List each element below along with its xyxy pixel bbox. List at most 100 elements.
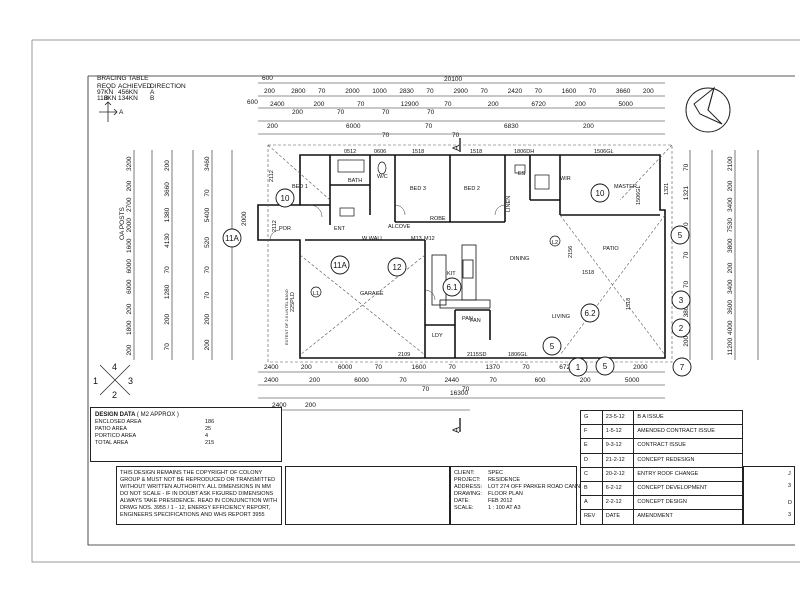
dim-label: 1380 [164, 207, 171, 222]
dim-label: 200 [575, 101, 586, 108]
title-block-value: FLOOR PLAN [488, 491, 523, 497]
dim-label: 6720 [559, 364, 574, 371]
revision-cell: E [581, 439, 603, 453]
title-block-value: RESIDENCE [488, 477, 521, 483]
dim-label: 70 [164, 266, 171, 274]
callout-label: 2 [679, 324, 684, 333]
dim-label: 2440 [444, 377, 459, 384]
dim-label: 70 [427, 109, 435, 116]
revision-edge-panel: J 3 D 3 [743, 466, 795, 525]
room-es: ES [518, 171, 526, 177]
dim-label: 70 [204, 189, 211, 197]
dim-label: 12900 [401, 101, 419, 108]
bottom-dimension-lines [258, 371, 665, 411]
sheet-border [31, 39, 800, 563]
design-data-value: 4 [205, 433, 209, 439]
room-bath: BATH [348, 178, 362, 184]
door-swings [269, 204, 506, 301]
dim-label: 200 [164, 160, 171, 171]
callout-circle [671, 290, 691, 310]
design-data-value: 25 [205, 426, 212, 432]
title-block-row: DATE:FEB 2012 [454, 498, 573, 505]
dim-label: 4130 [164, 233, 171, 248]
revision-cell: D [581, 453, 603, 467]
window-label: 2115SD [467, 352, 486, 358]
dim-label: 70 [382, 109, 390, 116]
dim-label: 200 [727, 262, 734, 273]
kitchen-bench [431, 244, 491, 309]
dim-label: 70 [462, 386, 470, 393]
side-label: FAN [470, 318, 481, 324]
bracing-cell: 456KN [118, 89, 138, 96]
dim-label: 2400 [264, 377, 279, 384]
dim-label: 2800 [291, 88, 306, 95]
room-master: MASTER [614, 184, 637, 190]
title-block-row: SCALE:1 : 100 AT A3 [454, 505, 573, 512]
design-data-label: PORTICO AREA [95, 433, 137, 439]
callout-circle [275, 188, 295, 208]
window-label: 1518 [470, 149, 482, 155]
revision-cell: 1-5-12 [603, 425, 635, 439]
dim-label: 200 [126, 180, 133, 191]
dim-label: 1600 [126, 238, 133, 253]
revision-cell: CONCEPT REDESIGN [637, 456, 695, 463]
revision-cell: 23-5-12 [603, 411, 635, 425]
room-dining: DINING [510, 256, 529, 262]
dim-label: 4000 [727, 320, 734, 335]
room-laundry: LDY [432, 333, 443, 339]
dim-top-overall: 20100 [444, 76, 462, 83]
dim-label: 3800 [727, 238, 734, 253]
room-bed3: BED 3 [410, 186, 426, 192]
dim-label: 6720 [531, 101, 546, 108]
callout-label: 6.2 [584, 309, 596, 318]
dim-bottom-row2b: 70 70 [422, 386, 470, 393]
dim-label: 70 [535, 88, 543, 95]
dim-label: 600 [535, 377, 546, 384]
dim-top-600: 600 [262, 75, 273, 82]
dim-label: 200 [488, 101, 499, 108]
design-data-label: TOTAL AREA [95, 440, 129, 446]
dim-label: 3600 [727, 300, 734, 315]
bracing-header: DIRECTION [150, 83, 186, 90]
revision-cell: DATE [603, 510, 635, 524]
lintel-l1: L1 [313, 291, 319, 297]
bracing-header: ACHIEVED [118, 83, 152, 90]
dim-label: 200 [314, 101, 325, 108]
dim-label: 200 [204, 314, 211, 325]
side-label: 2156 [568, 246, 574, 258]
dim-label: 6000 [338, 364, 353, 371]
revision-cell: C [581, 467, 603, 481]
dim-label: 6000 [346, 123, 361, 130]
building-walls [257, 154, 666, 359]
bracing-cell: 97KN [97, 89, 114, 96]
callout-label: 5 [603, 362, 608, 371]
callout-label: 12 [393, 263, 402, 272]
callout-label: 7 [680, 363, 685, 372]
cross-symbol-icon [99, 364, 131, 396]
dim-label: 200 [126, 303, 133, 314]
dim-label: 2400 [270, 101, 285, 108]
room-robe: ROBE [430, 216, 446, 222]
bracing-cell: A [150, 89, 155, 96]
dim-label: 1000 [372, 88, 387, 95]
dim-label: 70 [481, 88, 489, 95]
dim-label: 520 [204, 237, 211, 248]
revision-cell: G [581, 411, 603, 425]
dim-label: 1321 [683, 185, 690, 200]
dim-label: 2830 [399, 88, 414, 95]
callout-circle [671, 318, 691, 338]
copyright-note: THIS DESIGN REMAINS THE COPYRIGHT OF COL… [116, 466, 282, 525]
dim-label: 200 [204, 339, 211, 350]
callout-label: 5 [678, 231, 683, 240]
dim-label: 70 [422, 386, 430, 393]
dim-label: 200 [580, 377, 591, 384]
dim-label: 200 [292, 109, 303, 116]
